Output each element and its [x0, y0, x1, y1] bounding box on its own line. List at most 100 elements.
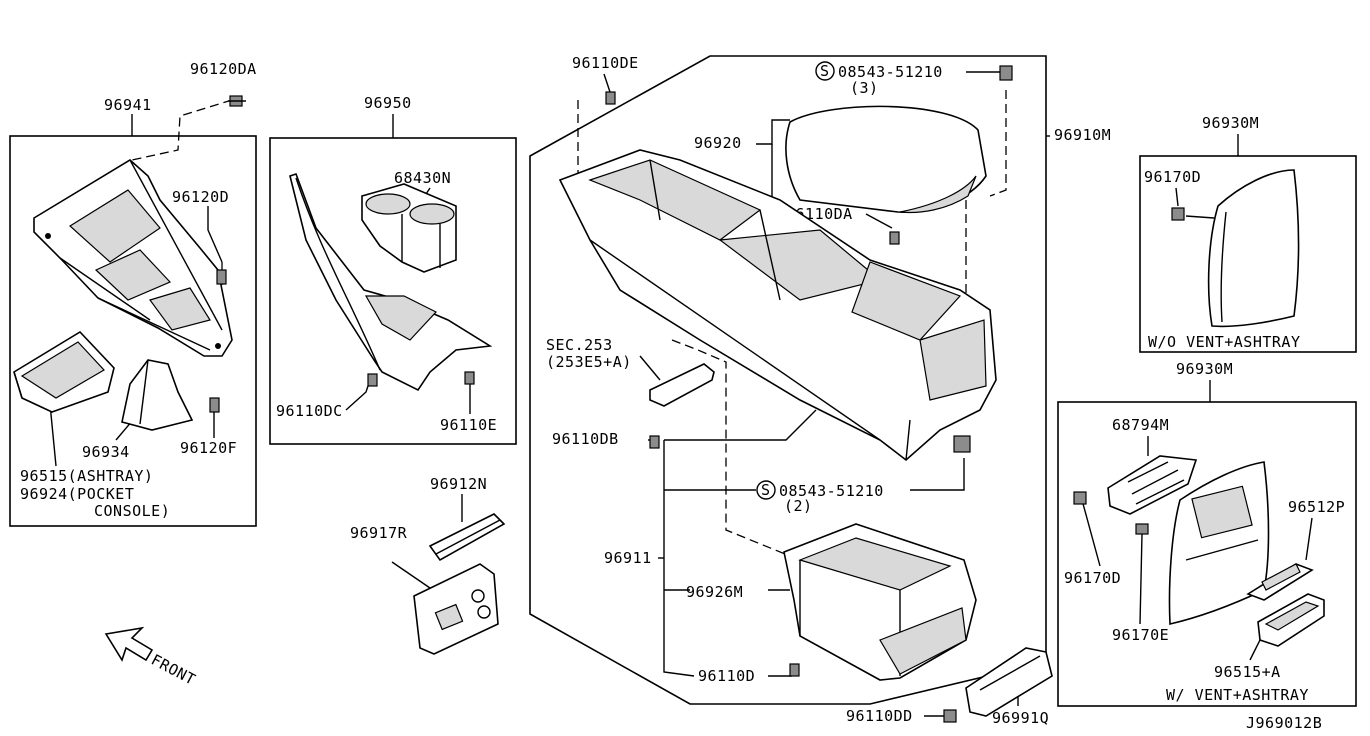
screw-96110DD [943, 709, 957, 723]
leader-96911-vert [663, 440, 695, 677]
label-96110DC: 96110DC [276, 402, 343, 420]
leader-96170E [1139, 533, 1143, 625]
part-96934-boot [121, 359, 194, 431]
leader-96512P [1305, 517, 1313, 561]
label-console: CONSOLE) [94, 502, 170, 520]
leader-96920 [756, 119, 790, 145]
label-96920: 96920 [694, 134, 742, 152]
label-96991Q: 96991Q [992, 709, 1049, 727]
leader-96170D-b [1081, 499, 1101, 567]
leader-96170D-a [1175, 187, 1179, 207]
label-qty-2: (2) [784, 497, 813, 515]
screw-96170D-a [1171, 207, 1185, 221]
leader-96515 [49, 403, 57, 467]
screw-96110DA [889, 231, 900, 245]
label-96120DA: 96120DA [190, 60, 257, 78]
label-qty-3: (3) [850, 79, 879, 97]
screw-96110E [464, 371, 475, 385]
label-96910M: 96910M [1054, 126, 1111, 144]
screw-08543-a [999, 65, 1013, 81]
label-96170D-a: 96170D [1144, 168, 1201, 186]
part-sec253-bracket [649, 363, 715, 407]
part-96930M-vent-panel [1168, 461, 1270, 625]
label-sec253: SEC.253 [546, 336, 613, 354]
label-96912N: 96912N [430, 475, 487, 493]
screw-96120DA [228, 95, 246, 107]
label-96120D: 96120D [172, 188, 229, 206]
label-96512P: 96512P [1288, 498, 1345, 516]
screw-96110D [789, 663, 800, 677]
label-96110E: 96110E [440, 416, 497, 434]
screw-96170D-b [1073, 491, 1087, 505]
leader-sec253 [639, 355, 661, 381]
leader-96120D [207, 206, 223, 263]
part-96926M-box [783, 523, 977, 681]
label-96924-pocket: 96924(POCKET [20, 485, 134, 503]
leader-96170D-a2 [1185, 215, 1215, 219]
label-96515A: 96515+A [1214, 663, 1281, 681]
s-symbol-1 [815, 61, 835, 81]
screw-96110DB [649, 435, 660, 449]
label-96515-ashtray: 96515(ASHTRAY) [20, 467, 153, 485]
label-96934: 96934 [82, 443, 130, 461]
front-arrow [104, 626, 154, 662]
label-w-vent: W/ VENT+ASHTRAY [1166, 686, 1309, 704]
part-68794M-vent [1107, 455, 1198, 515]
label-68794M: 68794M [1112, 416, 1169, 434]
part-96950-finisher [289, 172, 493, 392]
leader-sec253-dash [671, 339, 791, 557]
s-letter-1: S [820, 62, 830, 80]
diagram-ref-code: J969012B [1246, 714, 1322, 732]
label-68430N: 68430N [394, 169, 451, 187]
label-96110DE: 96110DE [572, 54, 639, 72]
part-96920-lid [785, 105, 987, 214]
label-96930M-b: 96930M [1176, 360, 1233, 378]
label-96120F: 96120F [180, 439, 237, 457]
label-96926M: 96926M [686, 583, 743, 601]
leader-96110DC [345, 379, 371, 411]
leader-96110DB-b [664, 409, 817, 441]
label-96930M-a: 96930M [1202, 114, 1259, 132]
leader-96120DA [131, 99, 233, 161]
label-wo-vent: W/O VENT+ASHTRAY [1148, 333, 1301, 351]
leader-96917R [391, 561, 431, 589]
mid-group-frame [269, 137, 517, 445]
label-96110DD: 96110DD [846, 707, 913, 725]
screw-96120D [216, 269, 227, 285]
part-96991Q [965, 647, 1053, 717]
part-68430N-cupholder [361, 183, 457, 273]
label-96950: 96950 [364, 94, 412, 112]
part-96941-panel [33, 159, 233, 357]
label-96941: 96941 [104, 96, 152, 114]
front-label: FRONT [148, 651, 199, 689]
part-96912N [428, 513, 506, 562]
screw-96110DC [367, 373, 378, 387]
left-group-frame [9, 135, 257, 527]
label-96917R: 96917R [350, 524, 408, 542]
right-top-group-frame [1139, 155, 1357, 353]
leader-08543-b-right [910, 458, 965, 491]
label-96170E: 96170E [1112, 626, 1169, 644]
console-group-frame [529, 55, 1047, 705]
part-96917R [413, 563, 499, 655]
screw-96110DE [605, 91, 616, 105]
right-bottom-group-frame [1057, 401, 1357, 707]
screw-96120F [209, 397, 220, 413]
leader-96110DE [603, 73, 611, 93]
leader-08543-a-dash [989, 90, 1007, 197]
label-253E5A: (253E5+A) [546, 353, 632, 371]
s-symbol-2 [756, 480, 776, 500]
s-letter-2: S [761, 481, 771, 499]
label-96170D-b: 96170D [1064, 569, 1121, 587]
label-08543-51210-a: 08543-51210 [838, 63, 943, 81]
label-96110D: 96110D [698, 667, 755, 685]
label-08543-51210-b: 08543-51210 [779, 482, 884, 500]
part-96910M-console [558, 149, 997, 462]
part-96930M-plain [1207, 169, 1300, 328]
part-96515A-ashtray [1257, 593, 1325, 647]
leader-96110DA [865, 213, 893, 229]
label-96110DB: 96110DB [552, 430, 619, 448]
part-96515-ashtray [13, 330, 115, 413]
part-96512P [1246, 563, 1314, 601]
